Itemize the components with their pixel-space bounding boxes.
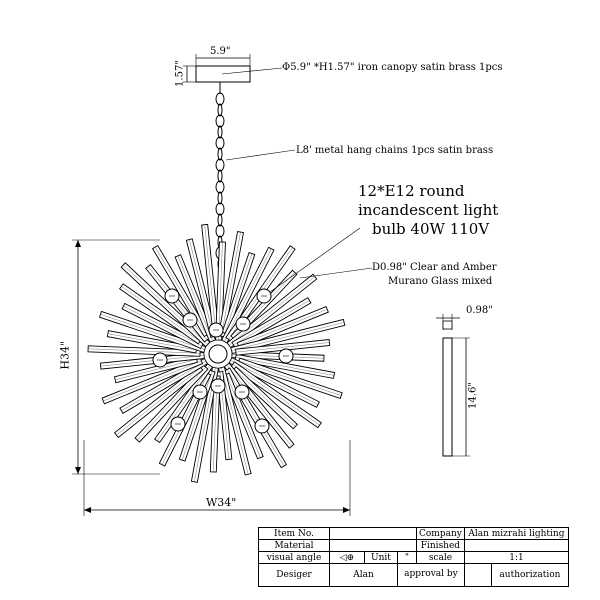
rod-side-view [442, 337, 453, 457]
chain-link [215, 92, 225, 106]
authorization-label: authorization [490, 563, 570, 587]
chain-link [215, 136, 225, 150]
glass-rod-highlight [226, 374, 261, 458]
company-value: Alan mizrahi lighting [463, 527, 570, 540]
glass-rod-highlight [233, 368, 296, 427]
company-label: Company [416, 527, 465, 540]
chain-link [217, 103, 223, 117]
width-arrow-right [343, 507, 350, 513]
material-value [329, 539, 417, 552]
canopy-height-label: 1.57" [174, 60, 186, 87]
canopy-leader [221, 67, 283, 75]
approval-value [463, 563, 492, 587]
chain-link [217, 147, 223, 161]
glass-callout-line2: Murano Glass mixed [388, 276, 493, 287]
overall-width-label: W34" [206, 496, 237, 509]
chain-link [217, 191, 223, 205]
glass-callout-line1: D0.98" Clear and Amber [372, 262, 497, 273]
glass-rod-highlight [100, 355, 205, 367]
glass-rod-highlight [204, 224, 216, 333]
glass-rod-highlight [137, 366, 206, 441]
chain-link [217, 125, 223, 139]
finished-value [463, 539, 570, 552]
chain-link [215, 158, 225, 172]
height-arrow-bottom [75, 467, 81, 474]
glass-rod-highlight [224, 253, 253, 334]
chain-link [215, 224, 225, 238]
glass-rod-highlight [221, 232, 241, 337]
glass-rod-highlight [189, 239, 214, 337]
chain-link [217, 169, 223, 183]
chain-link [215, 114, 225, 128]
overall-height-label: H34" [58, 340, 72, 370]
glass-rod-highlight [157, 365, 211, 441]
glass-rod-highlight [228, 276, 316, 346]
center-hub [208, 344, 228, 364]
glass-rod-highlight [235, 342, 330, 353]
scale-label: scale [416, 551, 465, 564]
glass-rod-highlight [231, 322, 345, 351]
chain-link [215, 202, 225, 216]
glass-rod-highlight [235, 357, 335, 376]
bulb-callout-line3: bulb 40W 110V [372, 220, 490, 238]
glass-rod-highlight [115, 359, 197, 380]
glass-rod-highlight [221, 367, 249, 475]
glass-rod-highlight [181, 370, 213, 461]
item-no-label: Item No. [258, 527, 330, 540]
glass-rod-highlight [103, 360, 202, 402]
chain-link [217, 213, 223, 227]
chain-link [215, 180, 225, 194]
glass-leader [299, 267, 373, 279]
glass-rod-highlight [88, 348, 201, 354]
glass-rod-highlight [230, 360, 319, 405]
width-arrow-left [84, 507, 91, 513]
visual-angle-label: visual angle [258, 551, 330, 564]
glass-rod-highlight [238, 360, 342, 396]
glass-rod-highlight [226, 364, 292, 447]
material-label: Material [258, 539, 330, 552]
rod-diameter-label: 0.98" [466, 305, 493, 316]
glass-rod-highlight [232, 364, 320, 426]
rod-end-section [442, 320, 453, 330]
bulb-callout-line1: 12*E12 round [358, 182, 465, 200]
title-block: Item No. Company Alan mizrahi lighting M… [258, 527, 570, 587]
bulb-callout-line2: incandescent light [358, 201, 499, 219]
glass-rod-highlight [233, 300, 310, 346]
scale-value: 1:1 [463, 551, 570, 564]
designer-value: Alan [329, 563, 398, 587]
glass-rod-highlight [177, 255, 213, 342]
item-no-value [329, 527, 417, 540]
glass-rod-highlight [238, 309, 328, 346]
glass-rod-highlight [231, 354, 324, 359]
glass-rod-highlight [107, 333, 197, 351]
chain-leader [225, 149, 296, 161]
glass-rod-highlight [147, 266, 207, 341]
canopy-width-label: 5.9" [210, 46, 231, 57]
glass-rod-highlight [123, 264, 208, 345]
chain-callout: L8' metal hang chains 1pcs satin brass [296, 145, 494, 156]
glass-rod-highlight [121, 360, 207, 411]
unit-label: Unit [364, 551, 398, 564]
designer-label: Desiger [258, 563, 330, 587]
light-bulbs [152, 288, 294, 434]
glass-rod-highlight [121, 286, 201, 342]
bulb-leader [269, 227, 361, 293]
glass-rod-highlight [116, 367, 201, 436]
unit-value: " [397, 551, 417, 564]
approval-label: approval by [397, 563, 465, 587]
glass-rod-highlight [123, 305, 203, 347]
glass-rod-highlight [100, 314, 205, 350]
rod-length-label: 14.6" [467, 382, 479, 409]
finished-label: Finished [416, 539, 465, 552]
canopy-callout: Φ5.9" *H1.57" iron canopy satin brass 1p… [282, 62, 503, 73]
glass-rod-highlight [226, 369, 285, 467]
visual-angle-symbol: ◁⊕ [329, 551, 365, 564]
height-arrow-top [75, 240, 81, 247]
glass-rod-highlight [155, 246, 208, 336]
glass-rod-highlight [224, 248, 272, 342]
